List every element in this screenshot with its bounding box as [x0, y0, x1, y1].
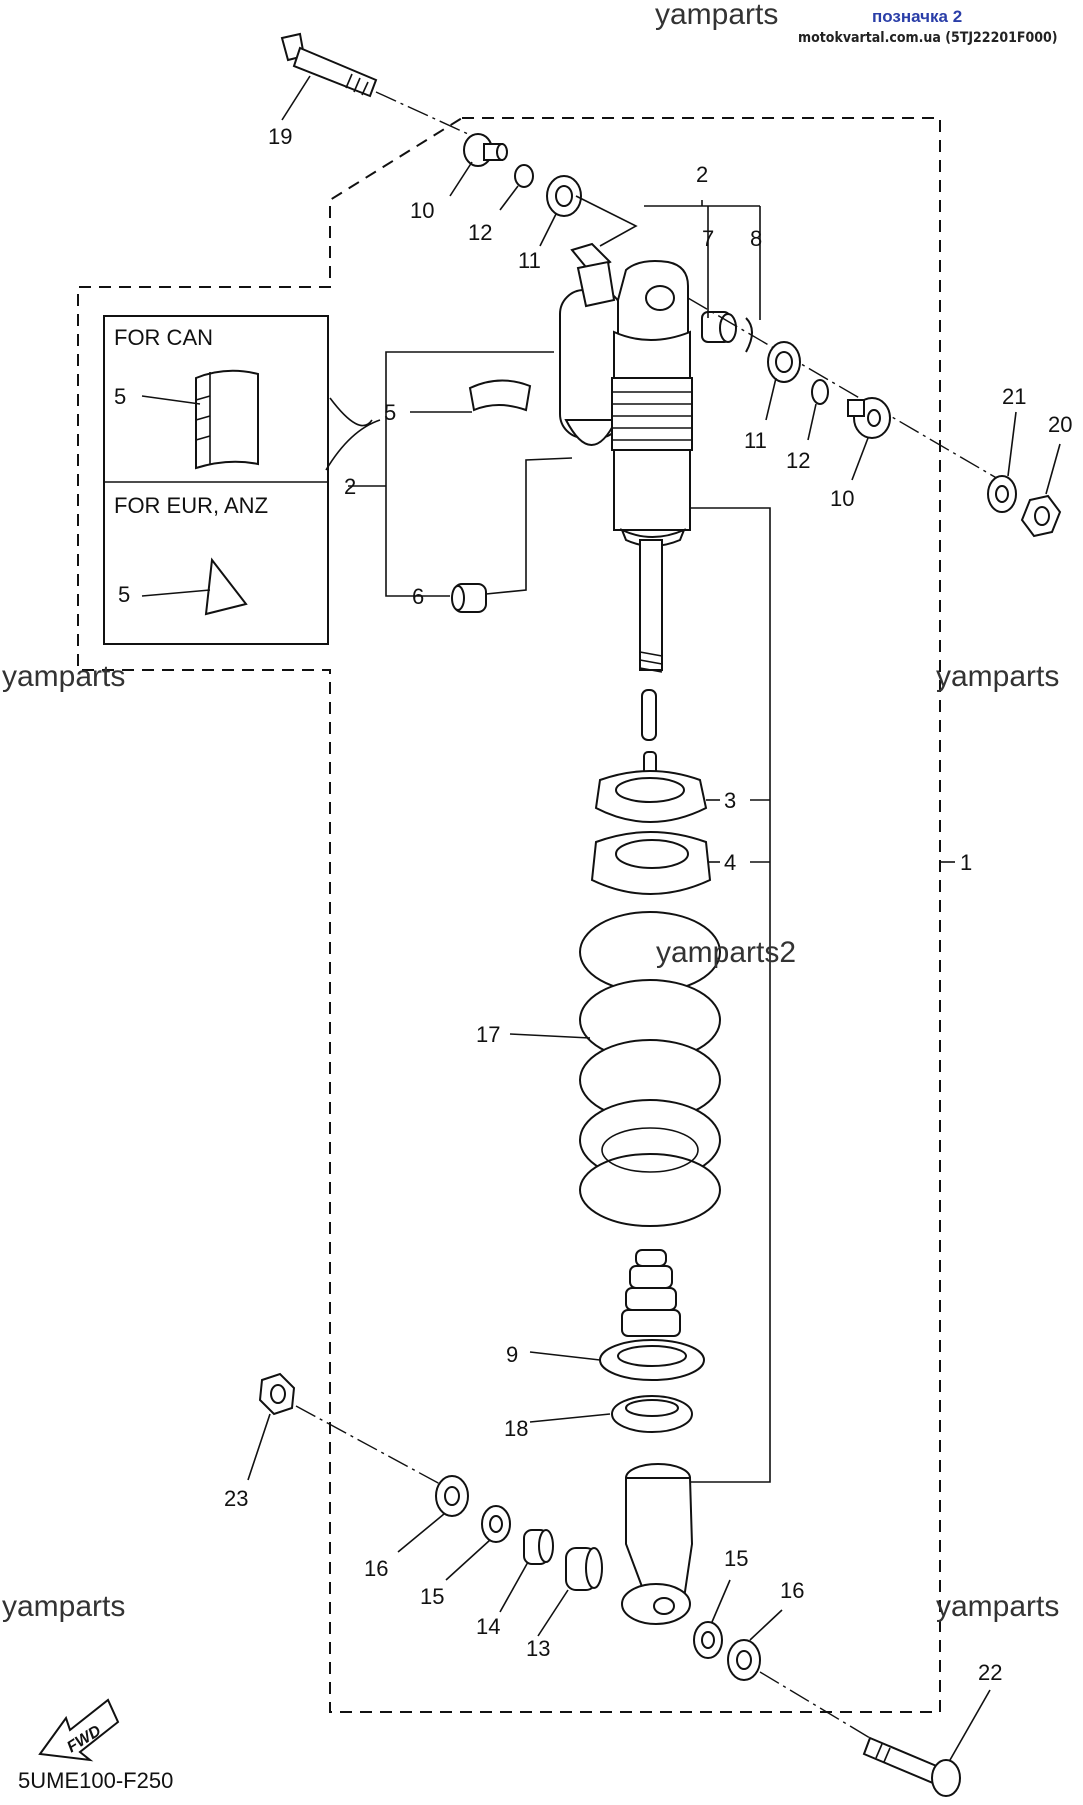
- valve-6-icon: [451, 583, 487, 613]
- callout-15-left: 15: [420, 1584, 444, 1609]
- watermark-left-upper: yamparts: [2, 660, 125, 693]
- assembly-outline: [77, 117, 941, 1713]
- spring-seat-9-icon: [599, 1339, 705, 1381]
- callout-3: 3: [724, 788, 736, 813]
- watermark-right-lower: yamparts: [936, 1590, 1059, 1623]
- callout-21: 21: [1002, 384, 1026, 409]
- callout-10-top: 10: [410, 198, 434, 223]
- watermark-right-upper: yamparts: [936, 660, 1059, 693]
- watermark-left-lower: yamparts: [2, 1590, 125, 1623]
- seal-11-right-icon: [767, 341, 801, 383]
- callout-13: 13: [526, 1636, 550, 1661]
- callout-11-right: 11: [744, 428, 767, 453]
- washer-21-icon: [987, 475, 1017, 513]
- callout-8: 8: [750, 226, 762, 251]
- header-site: motokvartal.com.ua (5TJ22201F000): [798, 30, 1058, 46]
- callout-11-top: 11: [518, 248, 541, 273]
- bushing-14-icon: [523, 1529, 554, 1565]
- washer-16-right-icon: [727, 1639, 761, 1681]
- inset-pointer: [325, 397, 381, 471]
- callout-4: 4: [724, 850, 736, 875]
- bracket-1: [690, 507, 771, 1483]
- callout-12-right: 12: [786, 448, 810, 473]
- axis-line-top: [375, 91, 469, 135]
- collar-10-right-icon: [847, 397, 891, 439]
- nut-20-icon: [1020, 494, 1062, 538]
- callout-9: 9: [506, 1342, 518, 1367]
- header-link[interactable]: позначка 2: [872, 7, 962, 26]
- spring-17-icon: [579, 911, 721, 1227]
- axis-line-right: [687, 297, 1001, 481]
- callout-2-mid: 2: [344, 474, 356, 499]
- nut-23-icon: [258, 1372, 296, 1416]
- clevis-icon: [621, 1463, 694, 1625]
- callout-14: 14: [476, 1614, 500, 1639]
- washer-16-left-icon: [435, 1475, 469, 1517]
- callout-16-right: 16: [780, 1578, 804, 1603]
- callout-22: 22: [978, 1660, 1002, 1685]
- bolt-22-icon: [862, 1736, 961, 1797]
- callout-17: 17: [476, 1022, 500, 1047]
- collar-18-icon: [611, 1395, 693, 1433]
- callout-7: 7: [702, 226, 714, 251]
- callout-2-top: 2: [696, 162, 708, 187]
- callout-5-eur: 5: [118, 582, 130, 607]
- fwd-arrow-icon: FWD: [38, 1698, 120, 1762]
- axis-line-bottom: [295, 1405, 441, 1485]
- locknut-3-icon: [594, 770, 708, 823]
- callout-19: 19: [268, 124, 292, 149]
- inset-label-can: FOR CAN: [114, 325, 213, 350]
- oring-12-right-icon: [811, 379, 829, 405]
- collar-15-left-icon: [481, 1505, 511, 1543]
- callout-10-right: 10: [830, 486, 854, 511]
- diagram-code: 5UME100-F250: [18, 1768, 173, 1793]
- callout-23: 23: [224, 1486, 248, 1511]
- callout-16-left: 16: [364, 1556, 388, 1581]
- callout-6: 6: [412, 584, 424, 609]
- valve-pointer: [485, 457, 573, 595]
- bearing-13-icon: [565, 1547, 603, 1591]
- cover-5-mid-icon: [468, 379, 532, 412]
- seal-pointer: [575, 195, 638, 247]
- adjuster-4-icon: [590, 831, 712, 895]
- oring-12-top-icon: [514, 164, 534, 188]
- seal-11-top-icon: [546, 175, 582, 217]
- callout-5-mid: 5: [384, 400, 396, 425]
- circlip-8-icon: [745, 317, 753, 353]
- callout-12-top: 12: [468, 220, 492, 245]
- watermark-center: yamparts2: [656, 936, 796, 969]
- callout-15-right: 15: [724, 1546, 748, 1571]
- shock-body-icon: [611, 260, 693, 673]
- bump-stop-icon: [621, 1249, 681, 1337]
- callout-1: 1: [960, 850, 972, 875]
- inset-box: FOR CAN FOR EUR, ANZ: [103, 315, 329, 645]
- header-watermark: yamparts: [655, 0, 778, 31]
- bracket-2-mid: [385, 351, 554, 597]
- callout-20: 20: [1048, 412, 1072, 437]
- pin-icon: [641, 689, 657, 741]
- callout-18: 18: [504, 1416, 528, 1441]
- bolt-19-icon: [280, 32, 378, 98]
- inset-label-eur: FOR EUR, ANZ: [114, 493, 268, 518]
- collar-10-top-icon: [463, 133, 508, 167]
- cover-eur-icon: [204, 557, 248, 616]
- collar-15-right-icon: [693, 1621, 723, 1659]
- cover-can-icon: [195, 369, 259, 470]
- callout-5-can: 5: [114, 384, 126, 409]
- bushing-7-icon: [701, 311, 737, 343]
- axis-line-lower-right: [759, 1671, 881, 1745]
